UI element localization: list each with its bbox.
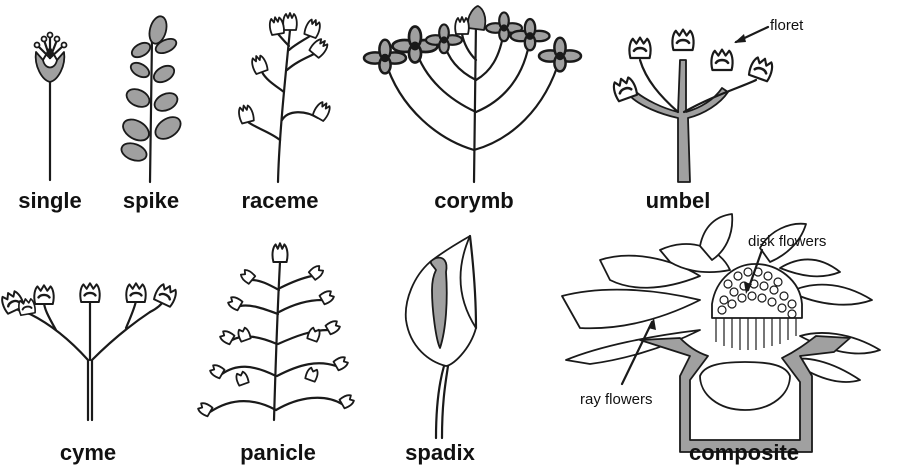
- spadix-drawing: [406, 236, 476, 438]
- label-umbel: umbel: [646, 188, 711, 213]
- label-raceme: raceme: [241, 188, 318, 213]
- label-spike: spike: [123, 188, 179, 213]
- annotation-floret: floret: [770, 17, 804, 34]
- label-panicle: panicle: [240, 440, 316, 465]
- label-spadix: spadix: [405, 440, 475, 465]
- label-composite: composite: [689, 440, 799, 465]
- single-flower-drawing: [35, 33, 67, 181]
- label-corymb: corymb: [434, 188, 513, 213]
- annotation-disk-flowers: disk flowers: [748, 233, 826, 250]
- label-single: single: [18, 188, 82, 213]
- floret-pointer: [734, 27, 768, 43]
- raceme-drawing: [237, 13, 332, 182]
- spike-drawing: [119, 14, 185, 182]
- cyme-drawing: [0, 282, 179, 420]
- panicle-drawing: [197, 243, 355, 420]
- umbel-drawing: [611, 30, 775, 182]
- composite-drawing: [562, 214, 880, 452]
- label-cyme: cyme: [60, 440, 116, 465]
- annotation-ray-flowers: ray flowers: [580, 391, 653, 408]
- corymb-drawing: [364, 6, 581, 182]
